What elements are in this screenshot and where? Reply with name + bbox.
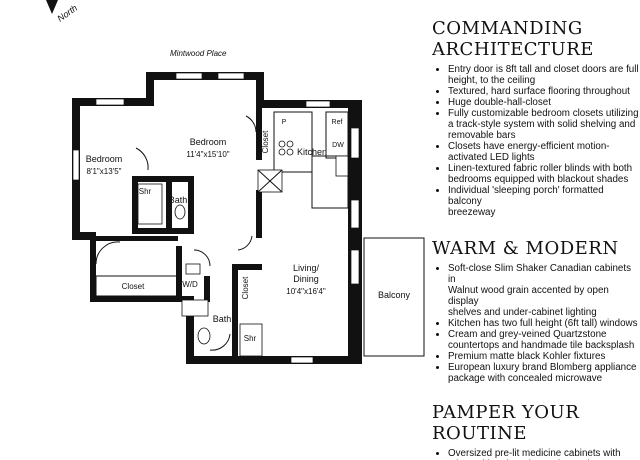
list-item: Linen-textured fabric roller blinds with… [448,163,640,185]
list-item: Closets have energy-efficient motion- ac… [448,141,640,163]
dishwasher-label: DW [332,142,344,149]
list-item: Cream and grey-veined Quartzstone counte… [448,329,640,351]
balcony-label: Balcony [378,290,411,300]
list-item: Individual 'sleeping porch' formatted ba… [448,185,640,218]
living-label: Living/ [293,263,320,273]
list-item: Soft-close Slim Shaker Canadian cabinets… [448,263,640,318]
washer-dryer-label: W/D [182,280,198,289]
closet-bedroom-label: Closet [261,130,270,153]
pantry-label: P [282,119,287,126]
bedroom2-size: 11'4"x15'10" [186,150,229,159]
section-heading: PAMPER YOUR ROUTINE [432,402,580,444]
living-label-2: Dining [293,274,319,284]
feature-section-warm-modern: WARM & MODERN Soft-close Slim Shaker Can… [432,238,640,384]
refrigerator-label: Ref [332,119,343,126]
section-heading: WARM & MODERN [432,238,619,259]
list-item: Huge double-hall-closet [448,97,640,108]
compass-icon [46,0,58,14]
features-panel: COMMANDING ARCHITECTURE Entry door is 8f… [432,18,640,460]
bedroom1-size: 8'1"x13'5" [87,167,122,176]
bedroom2-label: Bedroom [190,137,227,147]
list-item: Fully customizable bedroom closets utili… [448,108,640,141]
closet-living-label: Closet [241,276,250,299]
feature-list: Entry door is 8ft tall and closet doors … [432,64,640,218]
balcony-outline [363,237,425,357]
list-item: Kitchen has two full height (6ft tall) w… [448,318,640,329]
feature-list: Oversized pre-lit medicine cabinets with… [432,448,640,460]
shower1-label: Shr [139,187,152,196]
compass-label: North [55,3,79,24]
street-label: Mintwood Place [170,49,227,58]
windows [72,72,360,364]
section-heading: COMMANDING ARCHITECTURE [432,18,594,60]
list-item: European luxury brand Blomberg appliance… [448,362,640,384]
list-item: Entry door is 8ft tall and closet doors … [448,64,640,86]
list-item: Oversized pre-lit medicine cabinets with… [448,448,640,460]
floor-plan: North Mintwood Place [46,0,425,364]
interior-walls [92,100,349,360]
bath2-label: Bath [213,314,232,324]
list-item: Premium matte black Kohler fixtures [448,351,640,362]
closet-main-label: Closet [122,282,145,291]
shower2-label: Shr [244,334,257,343]
living-size: 10'4"x16'4" [286,287,326,296]
fixtures [137,140,349,357]
list-item: Textured, hard surface flooring througho… [448,86,640,97]
door-swings [95,115,257,351]
kitchen-label: Kitchen [297,147,327,157]
bath1-label: Bath [169,195,188,205]
feature-section-pamper: PAMPER YOUR ROUTINE Oversized pre-lit me… [432,402,640,460]
bedroom1-label: Bedroom [86,154,123,164]
feature-section-architecture: COMMANDING ARCHITECTURE Entry door is 8f… [432,18,640,218]
feature-list: Soft-close Slim Shaker Canadian cabinets… [432,263,640,384]
